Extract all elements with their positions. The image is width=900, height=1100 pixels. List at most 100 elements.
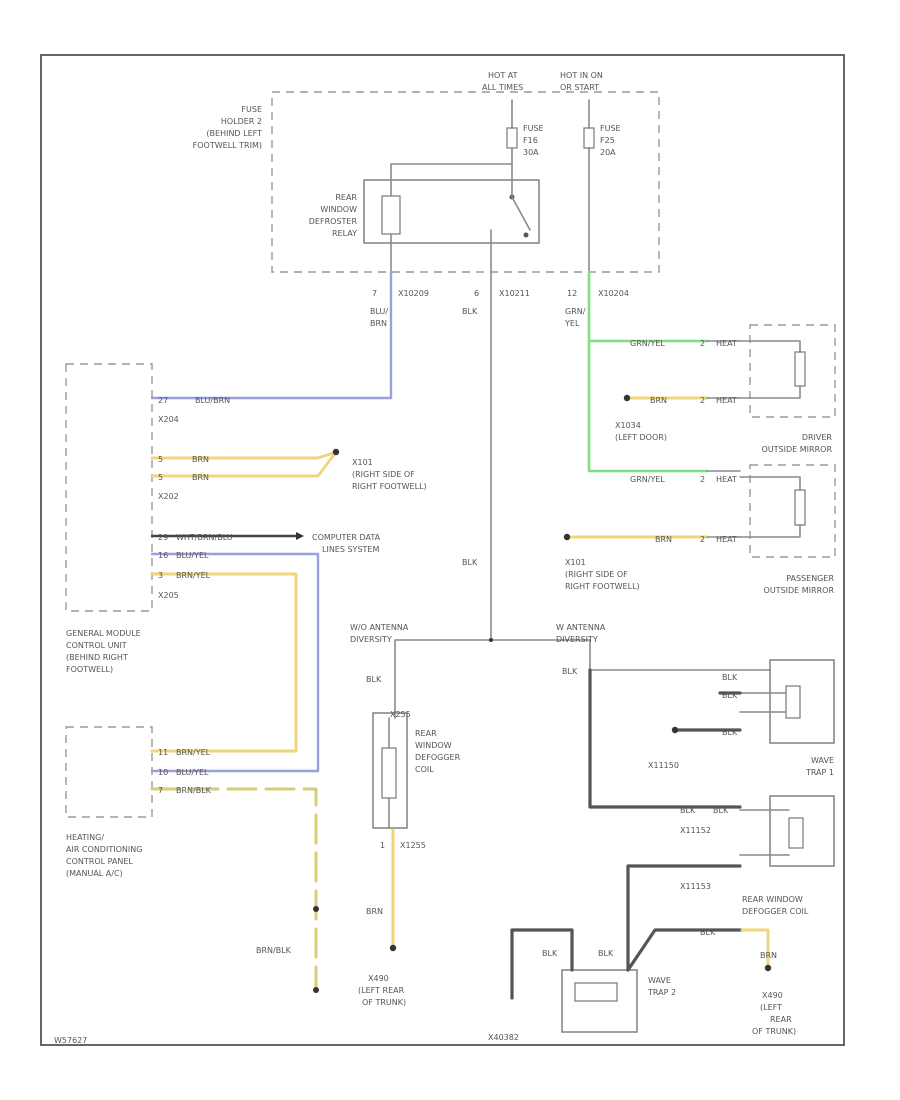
label-am-antenna-1: W/O ANTENNA xyxy=(350,623,409,632)
label-gm-wire-blu-yel: BLU/YEL xyxy=(176,551,209,560)
general-module-box xyxy=(65,363,153,612)
bus-junction xyxy=(489,638,493,642)
label-mirror-pin-2d: 2 xyxy=(700,535,705,544)
label-fuse-holder-1: FUSE xyxy=(241,105,262,114)
label-hvac-blu-yel: BLU/YEL xyxy=(176,768,209,777)
label-x11153: X11153 xyxy=(680,882,711,891)
label-rear-defog-coil-2: DEFOGGER COIL xyxy=(742,907,809,916)
wave-trap-2-box xyxy=(561,969,638,1033)
label-f25-2: F25 xyxy=(600,136,615,145)
label-coil-title-3: DEFOGGER xyxy=(415,753,461,762)
label-am-antenna-2: DIVERSITY xyxy=(350,635,392,644)
label-fuse-holder-3: (BEHIND LEFT xyxy=(206,129,262,138)
label-driver-mirror-1: DRIVER xyxy=(802,433,833,442)
ground-x11150-dot xyxy=(671,726,679,734)
bus-right-drop xyxy=(589,639,771,671)
wave-trap-1-box xyxy=(769,659,835,744)
label-pin-7-conn: X10209 xyxy=(398,289,429,298)
relay-coil-symbol xyxy=(381,185,401,243)
wire-gm-brn-2 xyxy=(150,450,338,478)
label-driver-mirror-2: OUTSIDE MIRROR xyxy=(762,445,833,454)
label-trap2-blk-c: BLK xyxy=(700,928,716,937)
label-mirror-pin-2a: 2 xyxy=(700,339,705,348)
trap2-upper-symbol xyxy=(739,809,804,856)
label-fuse-holder: FUSE HOLDER 2 (BEHIND LEFT FOOTWELL TRIM… xyxy=(193,105,262,150)
label-mirror-heat-1: HEAT xyxy=(716,339,737,348)
label-x1034-1: X1034 xyxy=(615,421,641,430)
label-computer-data-2: LINES SYSTEM xyxy=(322,545,379,554)
wave-trap-1-symbol xyxy=(739,685,801,719)
label-x490-a-2: (LEFT REAR xyxy=(358,986,405,995)
label-trap2-blk-a: BLK xyxy=(542,949,558,958)
wire-trap2-blk-a xyxy=(510,928,574,1000)
label-x101-b-2: (RIGHT SIDE OF xyxy=(565,570,628,579)
label-pin-7: 7 xyxy=(372,289,377,298)
label-fuse-holder-2: HOLDER 2 xyxy=(221,117,262,126)
label-hvac-pin-10: 10 xyxy=(158,768,168,777)
label-hvac-brn-yel: BRN/YEL xyxy=(176,748,211,757)
label-x101-a-2: (RIGHT SIDE OF xyxy=(352,470,415,479)
label-hvac-pin-7: 7 xyxy=(158,786,163,795)
label-pass-mirror-2: OUTSIDE MIRROR xyxy=(764,586,835,595)
label-fuse-holder-4: FOOTWELL TRIM) xyxy=(193,141,262,150)
label-x11152: X11152 xyxy=(680,826,711,835)
label-mirror-pin-2b: 2 xyxy=(700,396,705,405)
label-w-antenna-1: W ANTENNA xyxy=(556,623,606,632)
label-hvac-title-1: HEATING/ xyxy=(66,833,104,842)
label-gm-pin-27: 27 xyxy=(158,396,168,405)
label-hvac-title-2: AIR CONDITIONING xyxy=(66,845,142,854)
label-computer-data-1: COMPUTER DATA xyxy=(312,533,381,542)
label-mirror-heat-3: HEAT xyxy=(716,475,737,484)
mirror-connectors xyxy=(706,340,741,538)
label-w-antenna-2: DIVERSITY xyxy=(556,635,598,644)
label-x490-b-4: OF TRUNK) xyxy=(752,1027,796,1036)
label-f16-3: 30A xyxy=(523,148,539,157)
label-gm-conn-x205: X205 xyxy=(158,591,179,600)
label-relay-4: RELAY xyxy=(332,229,357,238)
label-gm-title-3: (BEHIND RIGHT xyxy=(66,653,128,662)
label-gm-wire-blu-brn: BLU/BRN xyxy=(195,396,230,405)
label-x490-b-1: X490 xyxy=(762,991,783,1000)
passenger-mirror-heater xyxy=(739,476,806,538)
defogger-coil-symbol xyxy=(381,717,397,829)
label-gm-brn-1: BRN xyxy=(192,455,209,464)
label-coil-pin-1: 1 xyxy=(380,841,385,850)
label-gm-title-1: GENERAL MODULE xyxy=(66,629,141,638)
label-mirror-heat-2: HEAT xyxy=(716,396,737,405)
label-gm-pin-3: 3 xyxy=(158,571,163,580)
wire-grn-yel xyxy=(587,270,709,473)
ground-x1034-dot xyxy=(623,394,631,402)
label-relay-1: REAR xyxy=(335,193,357,202)
label-x101-b-3: RIGHT FOOTWELL) xyxy=(565,582,640,591)
ground-brn-blk-dot-2 xyxy=(313,987,319,993)
wire-trap2-blk-b xyxy=(626,928,744,972)
wave-trap-2-symbol xyxy=(574,982,618,1002)
wire-blu-brn xyxy=(150,270,393,400)
label-gm-conn-x202: X202 xyxy=(158,492,179,501)
label-pin-12-wire-2: YEL xyxy=(564,319,580,328)
wire-brn-yel xyxy=(150,572,298,753)
ground-x101-a-dot xyxy=(332,448,340,456)
label-wave-blk-1: BLK xyxy=(722,673,738,682)
label-center-blk: BLK xyxy=(462,558,478,567)
label-hvac-pin-11: 11 xyxy=(158,748,168,757)
label-pass-mirror-1: PASSENGER xyxy=(786,574,834,583)
label-wave-trap-1-2: TRAP 1 xyxy=(805,768,834,777)
fuse-holder-box xyxy=(271,91,660,273)
label-pin-7-wire-2: BRN xyxy=(370,319,387,328)
label-f25-1: FUSE xyxy=(600,124,621,133)
label-pin-12-conn: X10204 xyxy=(598,289,629,298)
driver-mirror-heater xyxy=(739,340,806,399)
label-mirror-brn-1: BRN xyxy=(650,396,667,405)
label-pin-6-conn: X10211 xyxy=(499,289,530,298)
relay-switch-symbol xyxy=(509,194,531,238)
label-f16-1: FUSE xyxy=(523,124,544,133)
label-hot-all-2: ALL TIMES xyxy=(482,83,523,92)
label-pin-12: 12 xyxy=(567,289,577,298)
wire-brn-blk xyxy=(150,787,318,992)
label-x101-a-1: X101 xyxy=(352,458,373,467)
label-trap2-brn: BRN xyxy=(760,951,777,960)
label-x101-b-1: X101 xyxy=(565,558,586,567)
label-trap2-blk-b: BLK xyxy=(598,949,614,958)
